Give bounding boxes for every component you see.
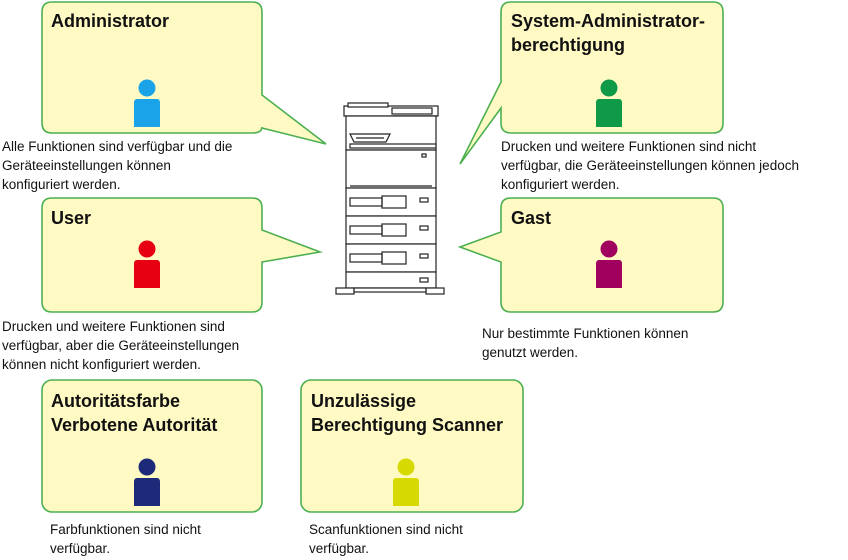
scanner-forbidden-person-icon xyxy=(393,458,419,506)
system-admin-person-icon xyxy=(596,79,622,127)
administrator-bubble xyxy=(41,1,327,145)
user-description: Drucken und weitere Funktionen sind verf… xyxy=(2,319,240,372)
color-forbidden-bubble xyxy=(41,379,263,513)
guest-person-icon xyxy=(596,240,622,288)
guest-description: Nur bestimmte Funktionen können genutzt … xyxy=(482,326,689,360)
administrator-description: Alle Funktionen sind verfügbar und die G… xyxy=(2,139,233,192)
user-bubble xyxy=(41,197,324,313)
user-title: User xyxy=(51,208,92,228)
system-admin-title: System-Administrator- berechtigung xyxy=(511,11,706,55)
color-forbidden-title: Autoritätsfarbe Verbotene Autorität xyxy=(51,391,218,435)
color-forbidden-person-icon xyxy=(134,458,160,506)
administrator-person-icon xyxy=(134,79,160,127)
scanner-forbidden-bubble xyxy=(300,379,524,513)
guest-title: Gast xyxy=(511,208,552,228)
guest-bubble xyxy=(457,197,724,313)
printer-icon xyxy=(335,102,445,295)
color-forbidden-description: Farbfunktionen sind nicht verfügbar. xyxy=(50,522,201,556)
user-person-icon xyxy=(134,240,160,288)
system-admin-bubble xyxy=(459,1,724,165)
administrator-title: Administrator xyxy=(51,11,170,31)
scanner-forbidden-description: Scanfunktionen sind nicht verfügbar. xyxy=(309,522,463,556)
system-admin-description: Drucken und weitere Funktionen sind nich… xyxy=(501,139,799,192)
scanner-forbidden-title: Unzulässige Berechtigung Scanner xyxy=(311,391,504,435)
